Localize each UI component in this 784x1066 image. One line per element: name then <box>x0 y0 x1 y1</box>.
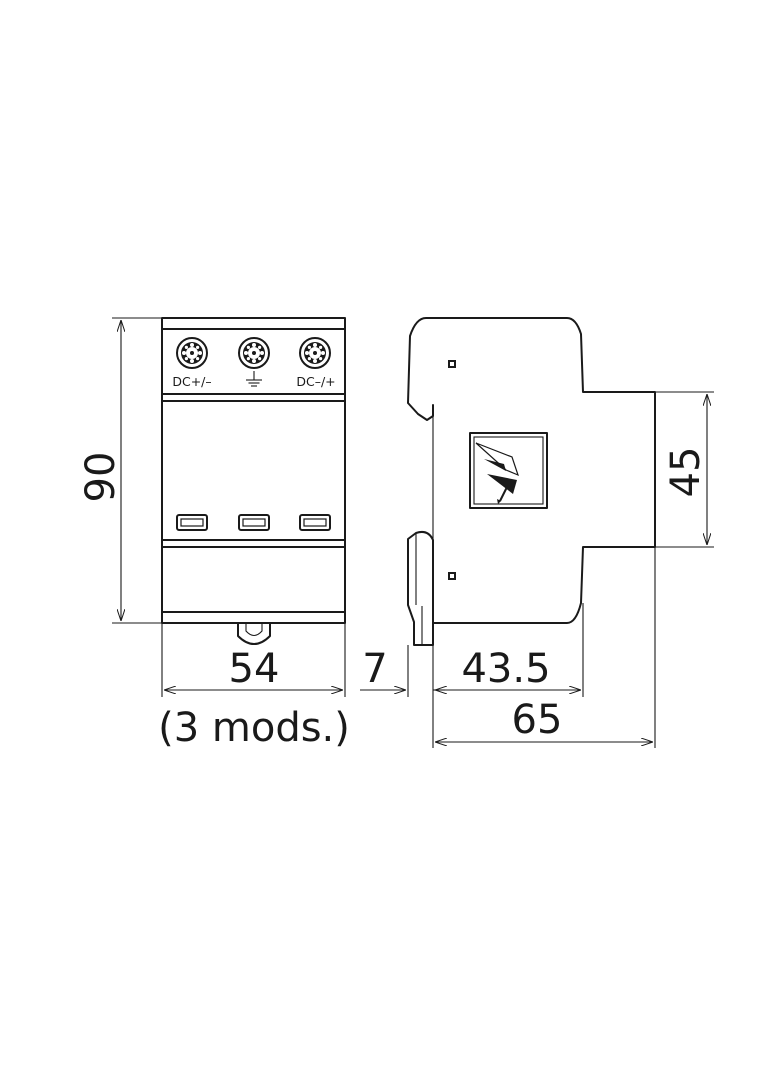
dimension-value: 43.5 <box>461 646 550 692</box>
status-indicator-window <box>299 514 331 531</box>
status-indicator-window <box>176 514 208 531</box>
dimension-note: (3 mods.) <box>158 705 350 751</box>
status-indicator-window <box>238 514 270 531</box>
side-view <box>407 317 656 646</box>
dimension-depth-43-5: 43.5 <box>435 603 584 697</box>
logo-icon <box>475 442 519 504</box>
terminal-screw-icon <box>176 337 208 369</box>
dimension-width-54: 54 (3 mods.) <box>158 623 350 751</box>
terminal-label-dc-minus: DC–/+ <box>296 374 335 389</box>
dimension-value: 7 <box>362 646 387 692</box>
dimension-height-90: 90 <box>78 317 162 624</box>
side-latch-mark <box>448 572 456 580</box>
dimension-value: 65 <box>512 697 563 743</box>
terminal-label-dc-plus: DC+/– <box>172 374 211 389</box>
terminal-screw-icon <box>238 337 270 369</box>
dimension-rail-7: 7 <box>360 645 445 748</box>
dimension-height-45: 45 <box>655 391 714 548</box>
dimension-depth-65: 65 <box>435 547 656 748</box>
ground-icon <box>246 371 262 387</box>
front-housing <box>161 317 346 624</box>
din-rail-clip <box>237 622 271 645</box>
side-housing-outline <box>407 317 656 646</box>
side-label-plate <box>469 432 548 509</box>
front-view: DC+/– DC–/+ <box>161 317 346 645</box>
side-latch-mark <box>448 360 456 368</box>
terminal-screw-icon <box>299 337 331 369</box>
dimension-value: 54 <box>229 646 280 692</box>
dimension-value: 45 <box>663 447 709 498</box>
dimension-value: 90 <box>78 452 124 503</box>
